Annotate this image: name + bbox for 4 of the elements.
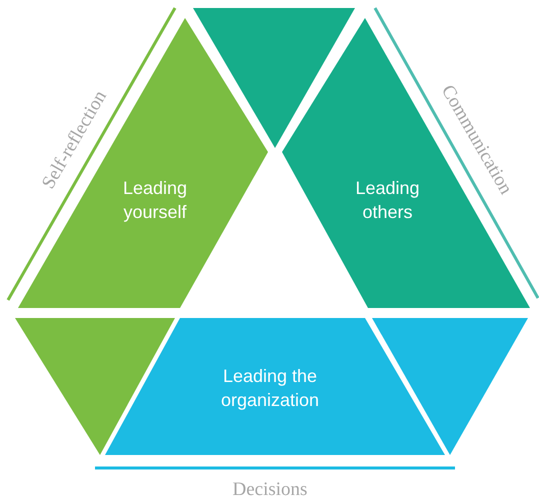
segment-label: Leading yourself [122, 177, 188, 224]
segment-label: Leading others [354, 177, 421, 224]
segment-label: Leading the organization [220, 365, 320, 412]
side-label: Decisions [232, 479, 308, 501]
